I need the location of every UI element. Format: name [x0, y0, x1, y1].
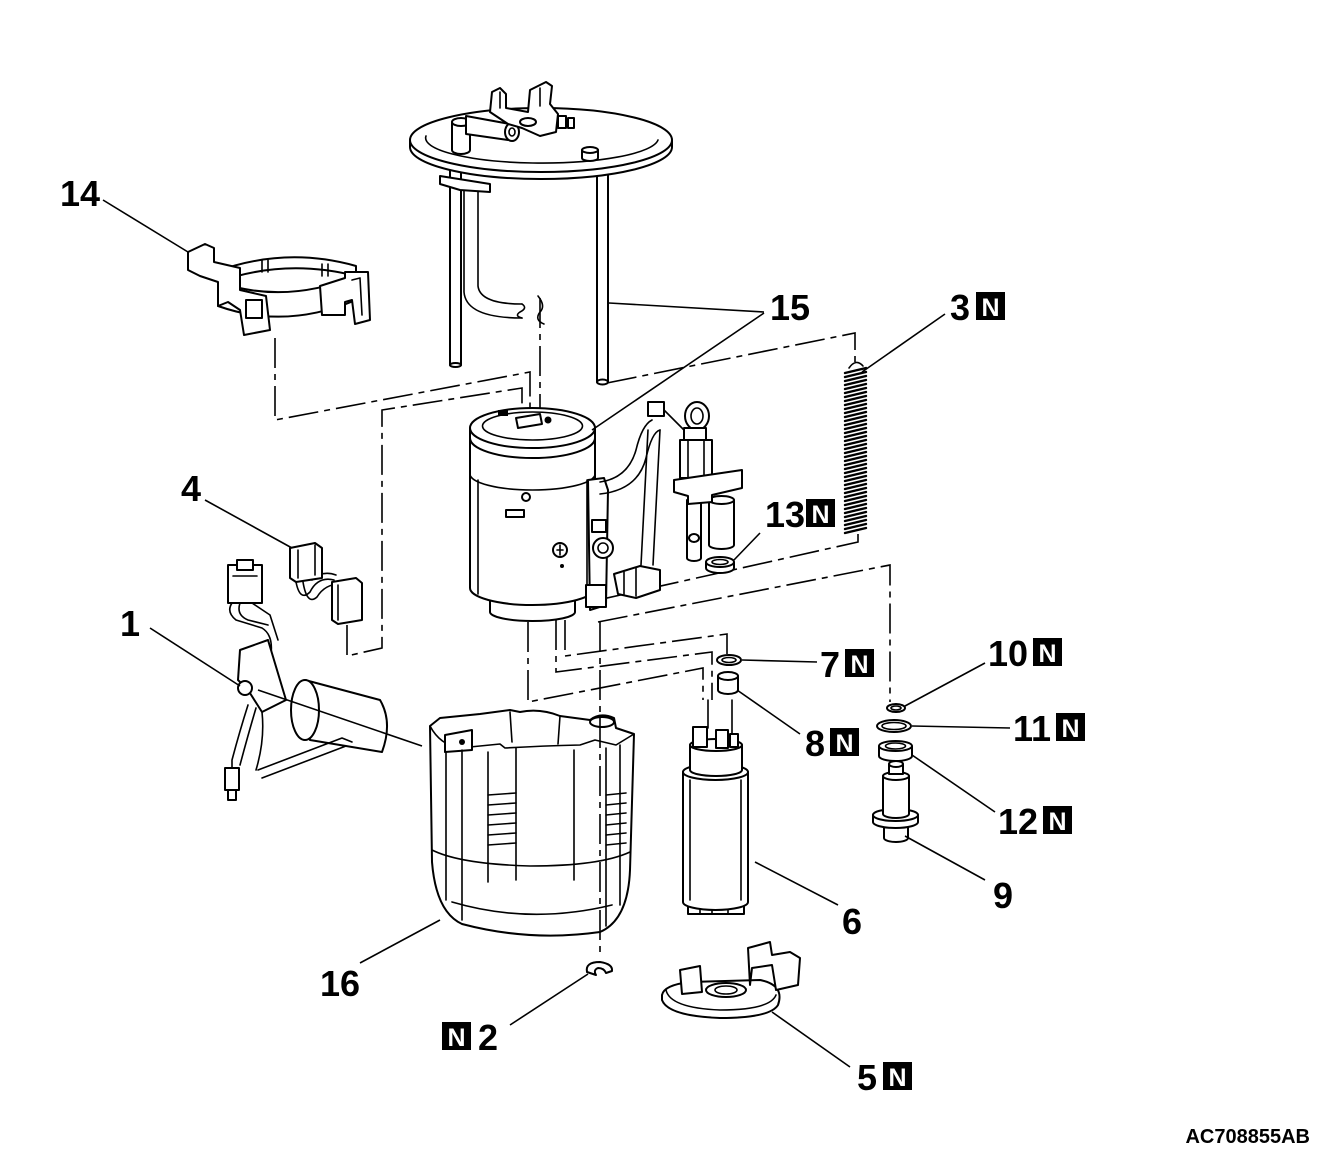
badge-letter: N	[850, 651, 868, 679]
new-part-badge: N	[442, 1022, 471, 1052]
part-4-connector-harness	[289, 542, 363, 625]
callout-number: 5	[857, 1057, 877, 1098]
part-6-fuel-pump	[682, 699, 749, 915]
part-9-fuel-pressure-regulator	[872, 760, 919, 843]
part-1-fuel-level-sender	[224, 559, 388, 801]
badge-letter: N	[1061, 715, 1079, 743]
callout-number: 12	[998, 801, 1038, 842]
callout-5: 5 N	[857, 1057, 912, 1098]
badge-letter: N	[981, 294, 999, 322]
new-part-badge: N	[1033, 638, 1062, 668]
callout-number: 15	[770, 287, 810, 328]
badge-letter: N	[1038, 640, 1056, 668]
callout-1: 1	[120, 603, 140, 644]
badge-letter: N	[888, 1064, 906, 1092]
callout-13: 13 N	[765, 494, 835, 535]
callout-number: 16	[320, 963, 360, 1004]
part-12-cup	[878, 740, 913, 762]
part-13-o-ring	[705, 556, 735, 574]
part-8-bushing	[717, 671, 739, 695]
callout-number: 9	[993, 875, 1013, 916]
callout-14: 14	[60, 173, 100, 214]
callout-number: 1	[120, 603, 140, 644]
part-16-reservoir-cup	[429, 709, 635, 937]
part-2-clip	[585, 961, 614, 976]
leader-lines	[102, 199, 1011, 1068]
part-3-spring	[843, 361, 868, 535]
callout-9: 9	[993, 875, 1013, 916]
part-14-bracket	[187, 243, 371, 336]
callout-number: 3	[950, 287, 970, 328]
callout-number: 8	[805, 723, 825, 764]
new-part-badge: N	[1056, 713, 1085, 743]
pump-module-canister	[469, 401, 743, 622]
callout-16: 16	[320, 963, 360, 1004]
callout-4: 4	[181, 468, 201, 509]
callout-number: 6	[842, 901, 862, 942]
callout-number: 2	[478, 1017, 498, 1058]
callout-number: 4	[181, 468, 201, 509]
callout-12: 12 N	[998, 801, 1072, 842]
badge-letter: N	[811, 501, 829, 529]
callout-2: N 2	[442, 1017, 498, 1058]
callout-6: 6	[842, 901, 862, 942]
badge-letter: N	[447, 1024, 465, 1052]
part-11-o-ring	[876, 719, 912, 733]
callout-number: 11	[1013, 708, 1051, 749]
callout-8: 8 N	[805, 723, 859, 764]
callout-11: 11 N	[1013, 708, 1085, 749]
figure-code: AC708855AB	[1185, 1126, 1310, 1148]
callout-number: 7	[820, 644, 840, 685]
callout-3: 3 N	[950, 287, 1005, 328]
callout-number: 14	[60, 173, 100, 214]
new-part-badge: N	[883, 1062, 912, 1092]
part-7-o-ring	[716, 654, 742, 666]
new-part-badge: N	[1043, 806, 1072, 836]
part-15-sender-flange	[409, 81, 673, 386]
callout-10: 10 N	[988, 633, 1062, 674]
badge-letter: N	[1048, 808, 1066, 836]
callout-15: 15	[770, 287, 810, 328]
part-10-o-ring	[886, 703, 906, 713]
callout-number: 10	[988, 633, 1028, 674]
alignment-lines	[274, 298, 891, 703]
new-part-badge: N	[845, 649, 874, 679]
new-part-badge: N	[830, 728, 859, 758]
callout-number: 13	[765, 494, 805, 535]
new-part-badge: N	[806, 499, 835, 529]
new-part-badge: N	[976, 292, 1005, 322]
part-5-pump-retainer	[661, 941, 801, 1019]
spring-coil	[843, 366, 868, 535]
badge-letter: N	[835, 730, 853, 758]
callout-7: 7 N	[820, 644, 874, 685]
